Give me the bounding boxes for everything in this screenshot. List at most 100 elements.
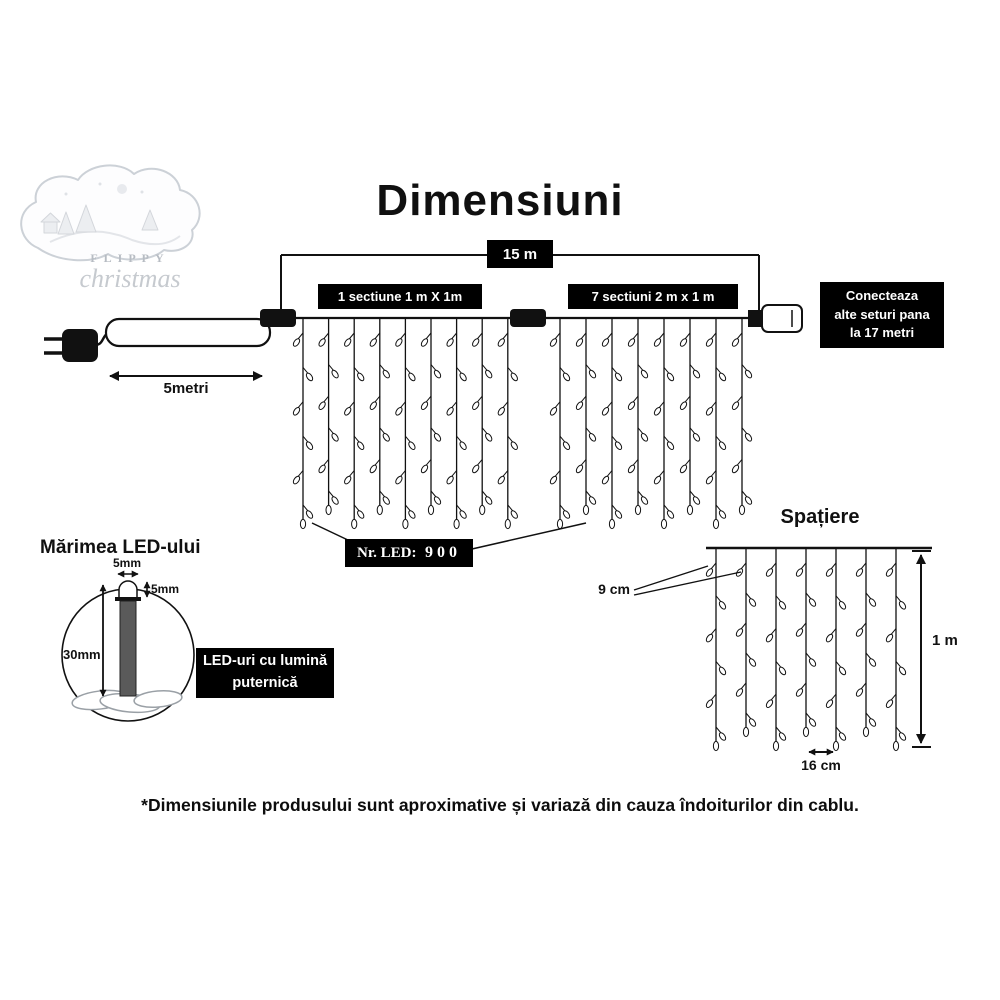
bulb-stem <box>611 504 618 512</box>
bulb-stem <box>637 490 644 498</box>
led-bulb <box>885 633 894 643</box>
led-bulb <box>382 369 390 379</box>
led-bulb <box>838 601 847 610</box>
led-bulb <box>344 407 352 416</box>
bulb-stem <box>348 401 355 409</box>
bulb-stem <box>860 562 867 570</box>
led-bulb <box>292 407 301 416</box>
bulb-stem <box>830 693 837 701</box>
bulb-stem <box>348 470 355 477</box>
led-bulb <box>575 338 584 347</box>
bulb-stem <box>775 726 782 734</box>
bulb-stem <box>800 682 807 690</box>
bulb-stem <box>379 364 386 371</box>
led-bulb <box>627 464 636 474</box>
bulb-stem <box>689 364 696 371</box>
tree-icon <box>57 211 75 235</box>
bulb-stem <box>348 332 355 340</box>
bulb-stem <box>302 504 309 512</box>
bulb-stem <box>715 504 722 512</box>
led-bulb <box>731 401 740 410</box>
led-dome <box>118 580 138 599</box>
led-bulb <box>825 699 834 708</box>
bulb-stem <box>715 661 722 668</box>
led-gap-label: 9 cm <box>598 581 630 597</box>
led-bulb <box>369 401 377 410</box>
led-bulb <box>748 718 757 727</box>
led-bulb <box>640 369 649 379</box>
led-bulb <box>376 504 383 516</box>
led-size-diagram-art <box>61 570 195 722</box>
led-bulb <box>825 568 834 577</box>
bulb-stem <box>297 401 304 409</box>
led-bulb <box>459 510 467 519</box>
led-bulb <box>718 372 727 382</box>
lead-length-label: 5metri <box>163 380 209 397</box>
led-bulb <box>318 401 326 410</box>
led-bulb <box>735 688 744 697</box>
bulb-stem <box>451 332 457 340</box>
bulb-stem <box>405 504 411 512</box>
led-bulb <box>718 441 727 450</box>
led-bulb <box>382 433 390 442</box>
led-bulb <box>344 475 352 485</box>
led-body <box>119 600 137 697</box>
bulb-stem <box>805 592 812 600</box>
bulb-stem <box>481 364 488 371</box>
height-label: 1 m <box>932 632 958 649</box>
led-bulb <box>744 433 753 442</box>
bulb-stem <box>476 459 483 466</box>
led-bulb <box>692 433 701 442</box>
led-bulb <box>472 464 480 474</box>
bulb-stem <box>606 401 613 409</box>
led-bulb <box>453 518 460 530</box>
led-count-value: 900 <box>425 544 461 561</box>
tree-icon <box>75 204 97 233</box>
led-bulb <box>772 740 780 752</box>
bulb-stem <box>476 332 483 340</box>
bulb-stem <box>400 470 406 477</box>
led-bulb <box>420 464 429 474</box>
led-bulb <box>299 518 307 530</box>
bulb-stem <box>890 693 897 701</box>
bulb-stem <box>710 562 717 570</box>
led-bulb <box>666 372 675 382</box>
led-bulb <box>427 504 435 516</box>
led-bulb <box>485 496 493 505</box>
bulb-stem <box>323 459 329 466</box>
led-bulb <box>459 441 467 450</box>
led-bulb <box>712 518 720 530</box>
led-note-line1: LED-uri cu lumină <box>202 653 328 670</box>
led-bulb <box>479 504 486 516</box>
connect-note-line3: la 17 metri <box>849 325 915 341</box>
bulb-stem <box>379 490 386 498</box>
bulb-stem <box>297 470 304 477</box>
led-bulb <box>369 338 377 347</box>
led-bulb <box>433 433 442 442</box>
bulb-stem <box>775 595 782 603</box>
bulb-stem <box>430 490 437 498</box>
led-bulb <box>795 568 804 577</box>
led-bulb <box>433 496 442 505</box>
bulb-stem <box>559 435 566 443</box>
led-count-callout-line <box>471 522 587 550</box>
led-bulb <box>718 666 727 676</box>
cable-connector <box>510 309 546 327</box>
page-title: Dimensiuni <box>376 176 624 225</box>
led-bulb <box>497 475 505 485</box>
bulb-stem <box>580 395 587 403</box>
led-bulb <box>705 699 714 708</box>
height-arrow <box>912 550 931 748</box>
bulb-stem <box>425 395 432 403</box>
led-bulb <box>588 433 597 442</box>
bulb-stem <box>710 470 717 477</box>
led-bulb <box>608 518 616 530</box>
led-bulb <box>765 568 774 577</box>
bulb-stem <box>689 427 696 435</box>
bulb-stem <box>663 504 670 512</box>
bulb-stem <box>323 332 329 340</box>
led-note-line2: puternică <box>232 675 298 691</box>
connect-note-badge: Conecteaza alte seturi pana la 17 metri <box>820 282 944 348</box>
logo-brand-bottom: christmas <box>79 264 181 293</box>
